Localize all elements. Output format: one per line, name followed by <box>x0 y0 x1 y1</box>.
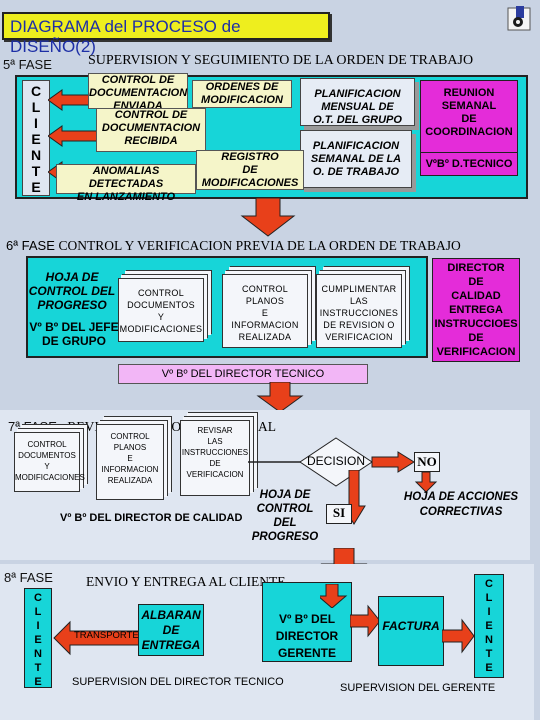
phase8-label: 8ª FASE <box>4 570 53 585</box>
phase5-heading: SUPERVISION Y SEGUIMIENTO DE LA ORDEN DE… <box>88 53 474 68</box>
vb-director-tecnico-5: VºBº D.TECNICO <box>420 152 518 176</box>
decision-no: NO <box>414 452 440 472</box>
supervision-tecnico: SUPERVISION DEL DIRECTOR TECNICO <box>72 676 284 688</box>
phase5-label: 5ª FASE <box>3 57 52 72</box>
phase7-panel <box>0 410 530 560</box>
phase6-label: 6ª FASE <box>6 238 55 253</box>
gerente-corner-arrow <box>320 584 348 608</box>
flow-arrow-6-7 <box>256 382 304 413</box>
page-title: DIAGRAMA del PROCESO de DISEÑO(2) <box>2 12 330 56</box>
transporte-label: TRANSPORTE <box>74 630 139 641</box>
phase6-heading: CONTROL Y VERIFICACION PREVIA DE LA ORDE… <box>58 238 461 253</box>
phase8-heading: ENVIO Y ENTREGA AL CLIENTE <box>86 574 286 589</box>
decision-si: SI <box>326 504 352 524</box>
gerente-to-factura-arrow <box>350 604 380 638</box>
factura-to-cliente-arrow <box>442 618 474 654</box>
vb-director-tecnico-6: Vº Bº DEL DIRECTOR TECNICO <box>118 364 368 384</box>
supervision-gerente: SUPERVISION DEL GERENTE <box>340 682 496 694</box>
factura: FACTURA <box>378 596 444 666</box>
company-logo-icon <box>507 6 531 31</box>
phase7-header: 7ª FASE REVISION Y APROBACION FINAL <box>8 418 528 436</box>
phase7-label: 7ª FASE <box>8 419 57 434</box>
decision-node: DECISION <box>306 454 365 468</box>
phase6-header: 6ª FASE CONTROL Y VERIFICACION PREVIA DE… <box>6 238 526 256</box>
page-title-text: DIAGRAMA del PROCESO de DISEÑO(2) <box>10 17 241 56</box>
vb-director-calidad: Vº Bº DEL DIRECTOR DE CALIDAD <box>60 512 243 524</box>
no-down-arrow <box>414 472 438 492</box>
flow-arrow-5-6 <box>240 198 296 237</box>
